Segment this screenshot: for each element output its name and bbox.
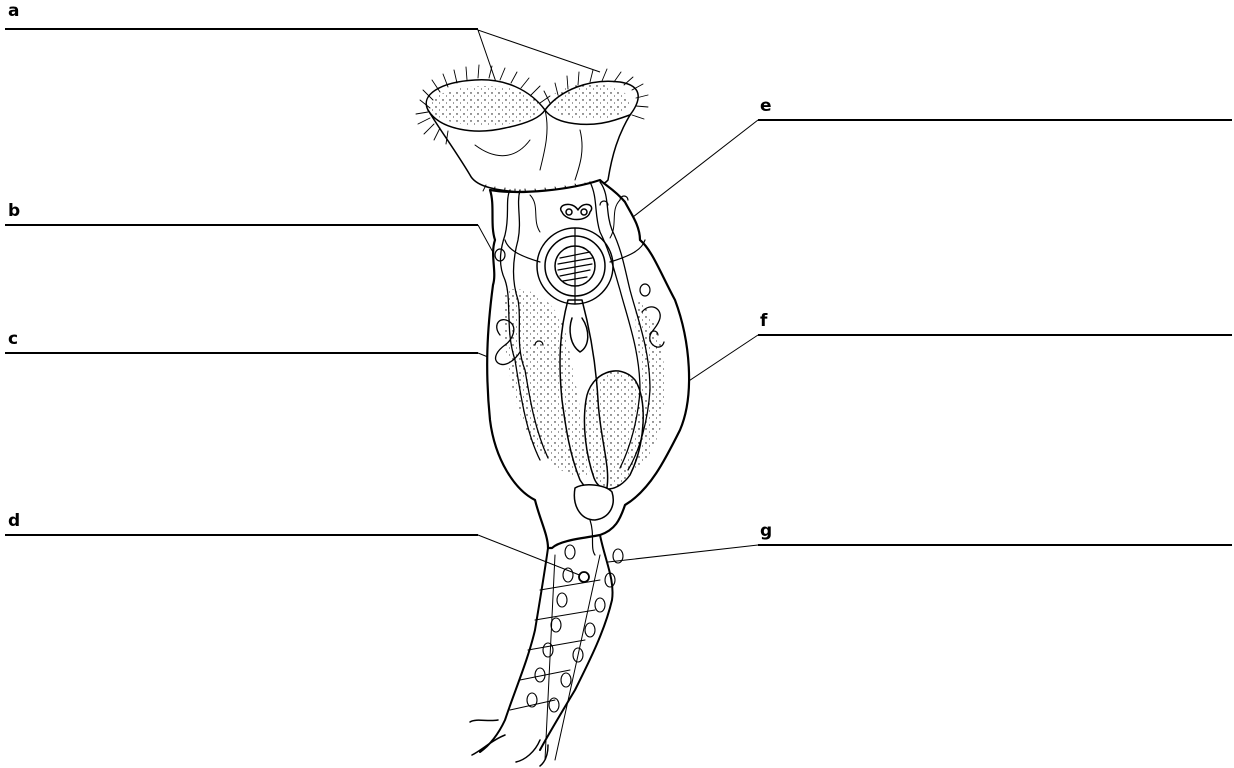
anus — [579, 572, 589, 582]
label-e: e — [760, 98, 772, 115]
rotifer-drawing — [416, 65, 689, 766]
label-b: b — [8, 203, 20, 220]
label-d: d — [8, 513, 20, 530]
label-f: f — [760, 313, 767, 330]
label-g: g — [760, 523, 772, 540]
leader-g — [608, 545, 758, 562]
leader-a — [478, 30, 600, 85]
label-a: a — [8, 3, 19, 20]
label-c: c — [8, 331, 18, 348]
foot — [470, 535, 623, 766]
toes — [470, 720, 548, 766]
corona — [426, 80, 638, 193]
